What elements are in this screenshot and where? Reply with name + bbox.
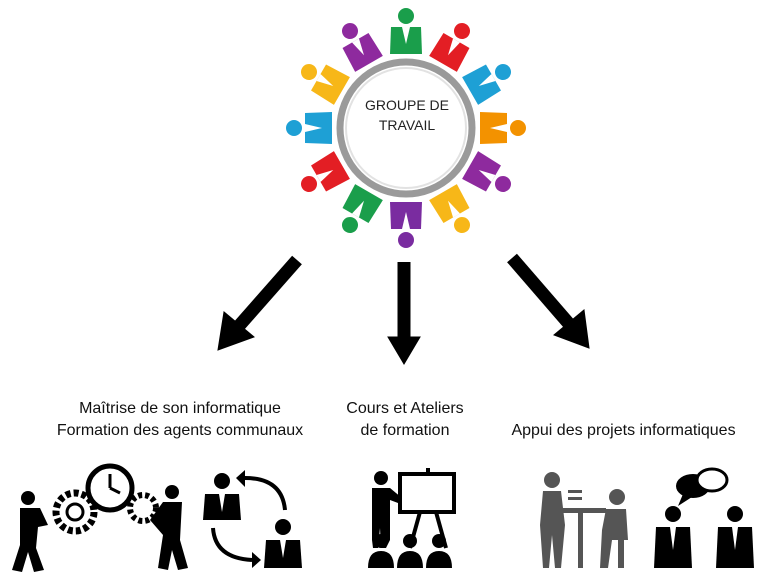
ring-person-icon — [390, 202, 422, 248]
arrow-right-head — [553, 309, 590, 349]
ring-person-icon — [342, 184, 383, 233]
branch-1-line2: Formation des agents communaux — [56, 422, 304, 439]
arrow-center-head — [387, 336, 421, 365]
center-title-line1: GROUPE DE — [364, 97, 449, 113]
ring-person-icon — [342, 23, 383, 72]
ring-person-icon — [286, 112, 332, 144]
ring-person-icon — [429, 184, 470, 233]
ring-person-icon — [390, 8, 422, 54]
exchange-people-icon — [203, 470, 302, 568]
ring-person-icon — [429, 23, 470, 72]
branch-caption-3: Appui des projets informatiques — [480, 420, 767, 442]
gears-clock-workers-icon — [12, 463, 188, 572]
ring-person-icon — [301, 151, 350, 192]
arrow-right-shaft — [507, 253, 575, 330]
ring-person-icon — [301, 64, 350, 105]
arrow-left-head — [217, 311, 255, 351]
presentation-board-audience-icon — [368, 468, 456, 568]
branch-caption-2: Cours et Ateliers de formation — [320, 398, 490, 442]
desk-support-icon — [540, 472, 628, 568]
branch-3-line1: Appui des projets informatiques — [511, 422, 736, 439]
branch-2-line1: Cours et Ateliers — [346, 400, 464, 417]
arrows — [217, 253, 590, 365]
people-ring — [286, 8, 526, 248]
ring-person-icon — [462, 151, 511, 192]
center-title: GROUPE DE TRAVAIL — [351, 95, 463, 135]
center-circle-inner — [345, 67, 467, 189]
center-title-line2: TRAVAIL — [378, 117, 436, 133]
arrow-left-shaft — [233, 255, 302, 332]
ring-person-icon — [462, 64, 511, 105]
ring-person-icon — [480, 112, 526, 144]
discussion-people-icon — [654, 467, 754, 568]
branch-2-line2: de formation — [360, 422, 450, 439]
branch-1-line1: Maîtrise de son informatique — [79, 400, 281, 417]
branch-caption-1: Maîtrise de son informatique Formation d… — [0, 398, 360, 442]
